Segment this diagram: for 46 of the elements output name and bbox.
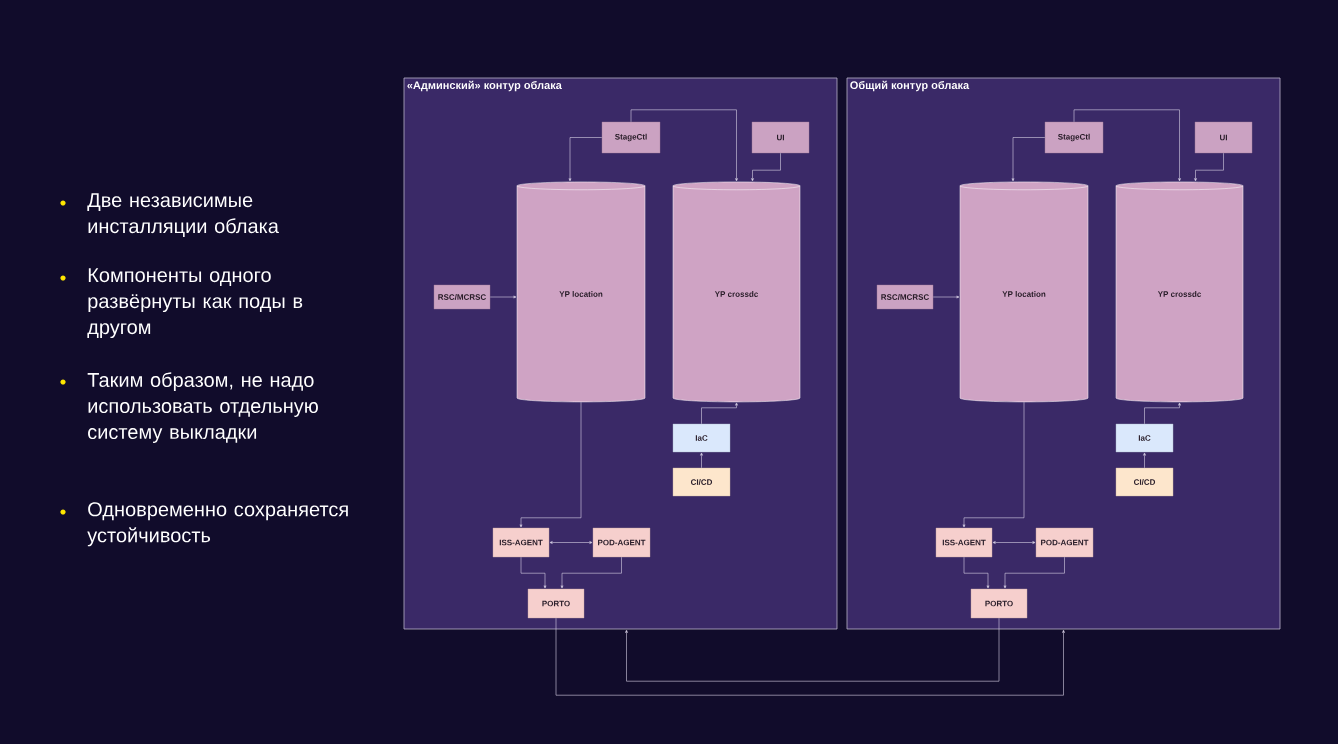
bullet-point: Одновременно сохраняется устойчивость (60, 502, 348, 547)
component-box: CI/CD (1115, 467, 1174, 497)
component-box: POD-AGENT (592, 527, 651, 558)
component-box: CI/CD (672, 467, 731, 497)
database-cylinder: YP location (959, 181, 1089, 403)
component-box: StageCtl (1044, 121, 1104, 154)
arrow (549, 541, 593, 544)
arrow (962, 401, 1025, 528)
component-box: PORTO (970, 588, 1028, 619)
arrow (519, 401, 582, 528)
bullet-point: Таким образом, не надо использовать отдельную систему выкладки (60, 372, 318, 444)
arrow (1073, 109, 1181, 182)
database-cylinder: YP crossdc (1115, 181, 1244, 403)
arrow (1003, 556, 1065, 589)
component-box: IaC (672, 423, 731, 453)
arrow (992, 541, 1036, 544)
component-box: ISS-AGENT (492, 527, 550, 558)
arrow (700, 452, 703, 469)
component-box: PORTO (527, 588, 585, 619)
arrow (520, 556, 547, 589)
database-cylinder: YP crossdc (672, 181, 801, 403)
component-box: UI (1194, 121, 1253, 154)
arrow (630, 109, 738, 182)
component-box: RSC/MCRSC (433, 284, 491, 310)
component-box: POD-AGENT (1035, 527, 1094, 558)
arrow (560, 556, 622, 589)
arrow (568, 137, 603, 182)
arrow (932, 295, 960, 299)
component-box: StageCtl (601, 121, 661, 154)
arrow (751, 152, 781, 182)
arrow (1144, 402, 1181, 425)
arrow (1011, 137, 1046, 182)
database-cylinder: YP location (516, 181, 646, 403)
arrow (555, 617, 1065, 696)
bullet-point: Компоненты одного развёрнуты как поды в другом (60, 268, 303, 339)
component-box: UI (751, 121, 810, 154)
component-box: RSC/MCRSC (876, 284, 934, 310)
arrow (701, 402, 738, 425)
component-box: ISS-AGENT (935, 527, 993, 558)
arrow (489, 295, 517, 299)
arrow (963, 556, 990, 589)
bullet-point: Две независимые инсталляции облака (60, 193, 279, 237)
arrow (625, 617, 1000, 682)
arrow (1143, 452, 1146, 469)
component-box: IaC (1115, 423, 1174, 453)
arrow (1194, 152, 1224, 182)
